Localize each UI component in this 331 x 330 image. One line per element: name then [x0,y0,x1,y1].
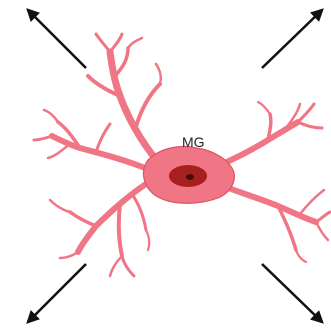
nucleolus [186,174,194,180]
cell-label: MG [182,134,205,150]
microglia-cell [34,34,330,276]
arrow-bottom-right [262,264,322,322]
arrow-top-right [262,10,322,68]
arrow-bottom-left [28,264,86,322]
arrow-top-left [28,10,86,68]
